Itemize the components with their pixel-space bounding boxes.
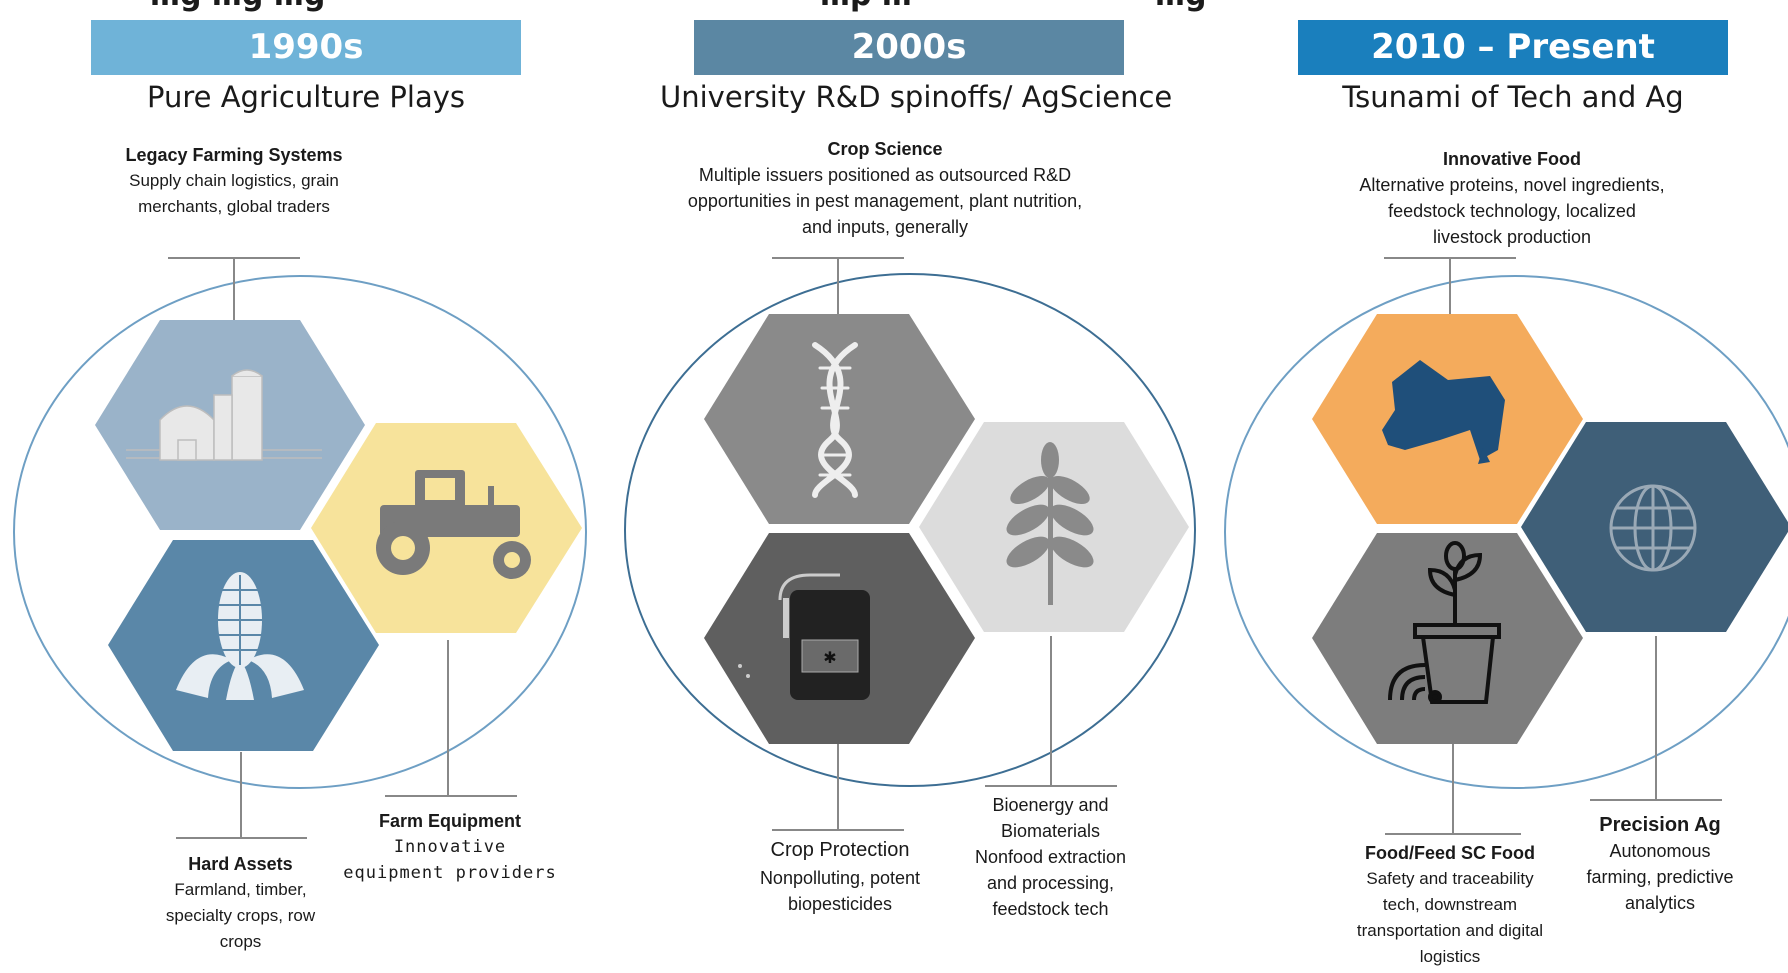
- cow-head-icon: [1382, 360, 1505, 464]
- clipped-top-text-2: …p …: [820, 0, 912, 12]
- label-crop-science: Crop Science Multiple issuers positioned…: [680, 136, 1090, 240]
- hex-food-feed: [1312, 533, 1583, 744]
- label-legacy-farming-text: Supply chain logistics, grain merchants,…: [129, 171, 339, 216]
- clipped-top-text-1: …g …g …g: [150, 0, 325, 12]
- label-legacy-farming-title: Legacy Farming Systems: [125, 145, 343, 165]
- label-food-feed-title: Food/Feed SC Food: [1365, 843, 1535, 863]
- label-crop-protection-title: Crop Protection: [770, 839, 910, 861]
- label-farm-equipment-title: Farm Equipment: [378, 811, 521, 831]
- label-hard-assets-text: Farmland, timber, specialty crops, row c…: [165, 880, 316, 951]
- label-crop-protection-text: Nonpolluting, potent biopesticides: [759, 868, 921, 914]
- clipped-top-text-3: …g: [1155, 0, 1206, 12]
- hex-farm-equipment: [311, 423, 582, 633]
- tractor-icon: [376, 470, 531, 579]
- era-2010-present-group: [1224, 257, 1788, 835]
- barn-silo-icon: [126, 369, 322, 461]
- hex-innovative-food: [1312, 314, 1583, 524]
- era-1990s-circle: [13, 275, 587, 789]
- era-banner-2010-present: 2010 – Present: [1298, 20, 1728, 75]
- svg-text:✱: ✱: [823, 648, 836, 667]
- sprayer-icon: ✱: [738, 573, 870, 700]
- leaf-icon: [1006, 442, 1094, 605]
- era-2000s-circle: [624, 273, 1196, 787]
- label-food-feed: Food/Feed SC Food Safety and traceabilit…: [1350, 840, 1550, 970]
- label-innovative-food-title: Innovative Food: [1442, 149, 1581, 169]
- hex-bioenergy: [919, 422, 1189, 632]
- era-subtitle-2000s: University R&D spinoffs/ AgScience: [660, 80, 1173, 114]
- hex-precision-ag: [1521, 422, 1788, 632]
- label-bioenergy-title: Bioenergy and Biomaterials: [992, 795, 1109, 841]
- hex-crop-protection: ✱: [704, 533, 975, 744]
- hex-crop-science: [704, 314, 975, 524]
- connected-plant-icon: [1388, 541, 1501, 704]
- label-legacy-farming: Legacy Farming Systems Supply chain logi…: [114, 142, 354, 220]
- label-food-feed-text: Safety and traceability tech, downstream…: [1356, 869, 1544, 966]
- clipped-top-text: …g …g …g …p … …g: [0, 0, 1788, 12]
- era-1990s-group: [13, 257, 587, 839]
- hex-hard-assets: [108, 540, 379, 751]
- label-innovative-food: Innovative Food Alternative proteins, no…: [1352, 146, 1672, 250]
- label-crop-protection: Crop Protection Nonpolluting, potent bio…: [735, 835, 945, 917]
- label-innovative-food-text: Alternative proteins, novel ingredients,…: [1359, 175, 1665, 247]
- label-precision-ag-text: Autonomous farming, predictive analytics: [1586, 841, 1734, 913]
- label-precision-ag: Precision Ag Autonomous farming, predict…: [1580, 812, 1740, 916]
- label-bioenergy-text: Nonfood extraction and processing, feeds…: [974, 847, 1127, 919]
- hex-bioenergy-shape: [919, 422, 1189, 632]
- era-banner-1990s: 1990s: [91, 20, 521, 75]
- label-hard-assets: Hard Assets Farmland, timber, specialty …: [148, 851, 333, 955]
- hex-legacy-farming: [95, 320, 365, 530]
- label-crop-science-text: Multiple issuers positioned as outsource…: [687, 165, 1083, 237]
- label-hard-assets-title: Hard Assets: [188, 854, 293, 874]
- era-2010-present-circle: [1224, 275, 1788, 789]
- hex-crop-science-shape: [704, 314, 975, 524]
- era-2000s-group: ✱: [624, 257, 1196, 831]
- dna-icon: [812, 342, 858, 498]
- label-farm-equipment-text: Innovative equipment providers: [343, 837, 557, 883]
- globe-icon: [1609, 484, 1697, 572]
- label-bioenergy: Bioenergy and Biomaterials Nonfood extra…: [968, 792, 1133, 922]
- era-subtitle-2010-present: Tsunami of Tech and Ag: [1342, 80, 1684, 114]
- label-precision-ag-title: Precision Ag: [1599, 814, 1721, 836]
- label-crop-science-title: Crop Science: [827, 139, 943, 159]
- era-subtitle-1990s: Pure Agriculture Plays: [147, 80, 465, 114]
- label-farm-equipment: Farm Equipment Innovative equipment prov…: [340, 808, 560, 886]
- era-banner-2000s: 2000s: [694, 20, 1124, 75]
